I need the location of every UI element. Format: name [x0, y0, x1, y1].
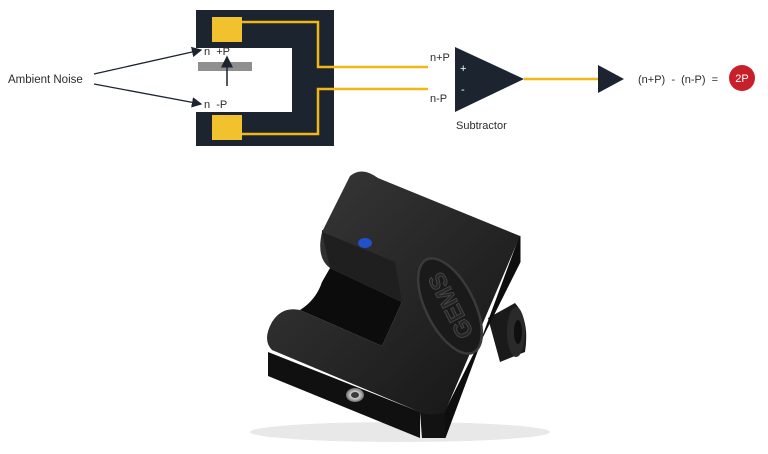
top-channel-label: n +P: [204, 46, 230, 58]
lower-arm-side: [268, 352, 420, 438]
plus-input-label: n+P: [430, 52, 450, 64]
sensor-lens: [358, 238, 372, 248]
magnet-bar: [198, 62, 252, 71]
bottom-sensor-pad: [212, 115, 242, 140]
hall-sensor-block: n +P n -P: [196, 10, 428, 146]
upper-arm-inner-face: [322, 232, 402, 302]
noise-arrow-bottom: [93, 83, 203, 108]
equation-group: (n+P) - (n-P) = 2P: [638, 65, 755, 91]
triangle-output-icon: [598, 65, 624, 93]
noise-arrow-top: [93, 46, 203, 75]
result-badge: [729, 65, 755, 91]
equation-text: (n+P) - (n-P) =: [638, 74, 718, 86]
product-shadow: [250, 422, 550, 442]
bottom-channel-label: n -P: [204, 99, 227, 111]
top-sensor-pad: [212, 17, 242, 42]
top-trace: [242, 20, 428, 69]
result-text: 2P: [735, 73, 748, 85]
bottom-trace: [242, 87, 428, 136]
sensor-body: [196, 10, 334, 146]
ambient-noise-group: Ambient Noise: [8, 46, 203, 108]
sensor-product-image: GEMS: [250, 171, 550, 442]
body-side-front-right: [420, 412, 445, 438]
minus-input-label: n-P: [430, 93, 447, 105]
mounting-insert-icon: [346, 388, 364, 402]
subtractor-label: Subtractor: [456, 120, 507, 132]
connector-boss: [488, 303, 527, 362]
triangle-amplifier-icon: [455, 47, 524, 112]
subtractor-group: n+P n-P + - Subtractor: [430, 47, 624, 132]
minus-sign: -: [461, 84, 465, 96]
plus-sign: +: [460, 63, 466, 75]
slot-interior: [300, 268, 402, 346]
ambient-noise-label: Ambient Noise: [8, 74, 83, 86]
